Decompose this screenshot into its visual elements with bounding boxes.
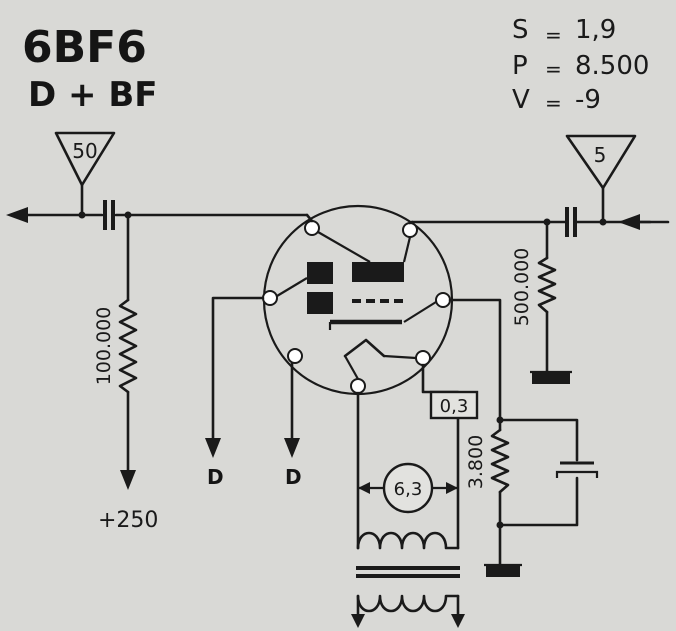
heater-voltage: 6,3 — [394, 479, 423, 500]
input-arrow-icon — [618, 214, 640, 230]
tube-type: 6BF6 — [22, 22, 147, 73]
heater-filament-icon — [343, 338, 386, 358]
param-p-symbol: P — [512, 51, 528, 81]
heater-current: 0,3 — [440, 396, 469, 417]
output-stage: 50 100.000 +250 — [6, 131, 309, 533]
heater-circuit: 0,3 6,3 — [351, 363, 479, 628]
supply-voltage: +250 — [98, 508, 158, 533]
output-gain: 50 — [72, 139, 97, 163]
ground-icon — [532, 372, 570, 384]
grid-leak-resistor-icon — [537, 256, 557, 314]
diode-plate-icon — [307, 262, 333, 284]
plate-load-resistor-icon — [118, 298, 138, 394]
param-v-value: -9 — [575, 85, 601, 115]
tube-function: D + BF — [28, 75, 158, 115]
param-s-symbol: S — [512, 15, 529, 45]
triode-plate-icon — [352, 262, 404, 282]
param-s-value: 1,9 — [575, 15, 616, 45]
input-stage: 5 500.000 — [410, 134, 670, 384]
grid-leak-resistor-value: 500.000 — [511, 248, 533, 327]
output-arrow-icon — [6, 207, 28, 223]
diode-output-arrow-icon — [205, 438, 221, 458]
diode-outputs: D D — [205, 296, 302, 489]
input-gain: 5 — [594, 143, 607, 167]
transformer-secondary-icon — [356, 531, 460, 550]
cathode-resistor-icon — [490, 428, 510, 494]
tube-parameters: S = 1,9 P = 8.500 V = -9 — [512, 15, 649, 115]
param-v-symbol: V — [512, 85, 530, 115]
param-p-eq: = — [545, 57, 562, 81]
heater-voltage-circle — [382, 462, 434, 514]
plate-load-resistor-value: 100.000 — [93, 307, 115, 386]
param-v-eq: = — [545, 91, 562, 115]
cathode-ground-icon — [486, 565, 520, 577]
cathode-resistor-value: 3.800 — [465, 435, 487, 489]
diode-output-left: D — [207, 465, 224, 489]
input-gain-triangle-icon — [565, 134, 637, 190]
output-gain-triangle-icon — [54, 131, 116, 187]
supply-arrow-icon — [120, 470, 136, 490]
transformer-primary-icon — [356, 594, 460, 613]
param-p-value: 8.500 — [575, 51, 649, 81]
heater-current-box — [429, 390, 479, 420]
param-s-eq: = — [545, 23, 562, 47]
cathode-bias: 3.800 — [448, 298, 599, 577]
diode-output-right: D — [285, 465, 302, 489]
